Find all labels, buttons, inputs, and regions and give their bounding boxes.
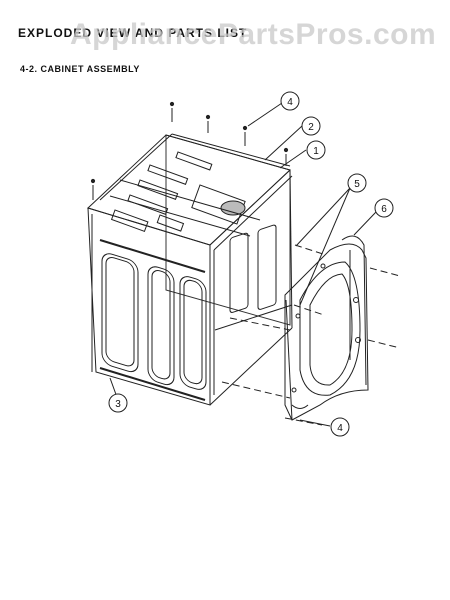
- callout-4-top-label: 4: [287, 97, 293, 108]
- callout-4-top: 4: [247, 91, 300, 127]
- section-title: 4-2. CABINET ASSEMBLY: [20, 64, 140, 74]
- callout-5: 5: [295, 173, 367, 306]
- callout-6-label: 6: [381, 204, 387, 215]
- callout-2-label: 2: [308, 122, 314, 133]
- callout-1: 1: [279, 140, 326, 169]
- callout-5-label: 5: [354, 179, 360, 190]
- callout-4-bottom: 4: [299, 417, 350, 437]
- callout-1-label: 1: [313, 146, 319, 157]
- document-title: EXPLODED VIEW AND PARTS LIST: [18, 26, 248, 40]
- side-panel: [87, 207, 211, 406]
- callout-3-label: 3: [115, 399, 121, 410]
- screw-leaders: [221, 244, 401, 426]
- watermark: AppliancePartsPros.com: [70, 18, 437, 51]
- cabinet-frame: [87, 133, 293, 406]
- front-panel-assembly: [284, 235, 369, 421]
- callout-3: 3: [108, 377, 128, 413]
- top-screws: [90, 101, 289, 200]
- callout-6: 6: [353, 198, 394, 236]
- callout-4-bottom-label: 4: [337, 423, 343, 434]
- callout-2: 2: [264, 116, 321, 161]
